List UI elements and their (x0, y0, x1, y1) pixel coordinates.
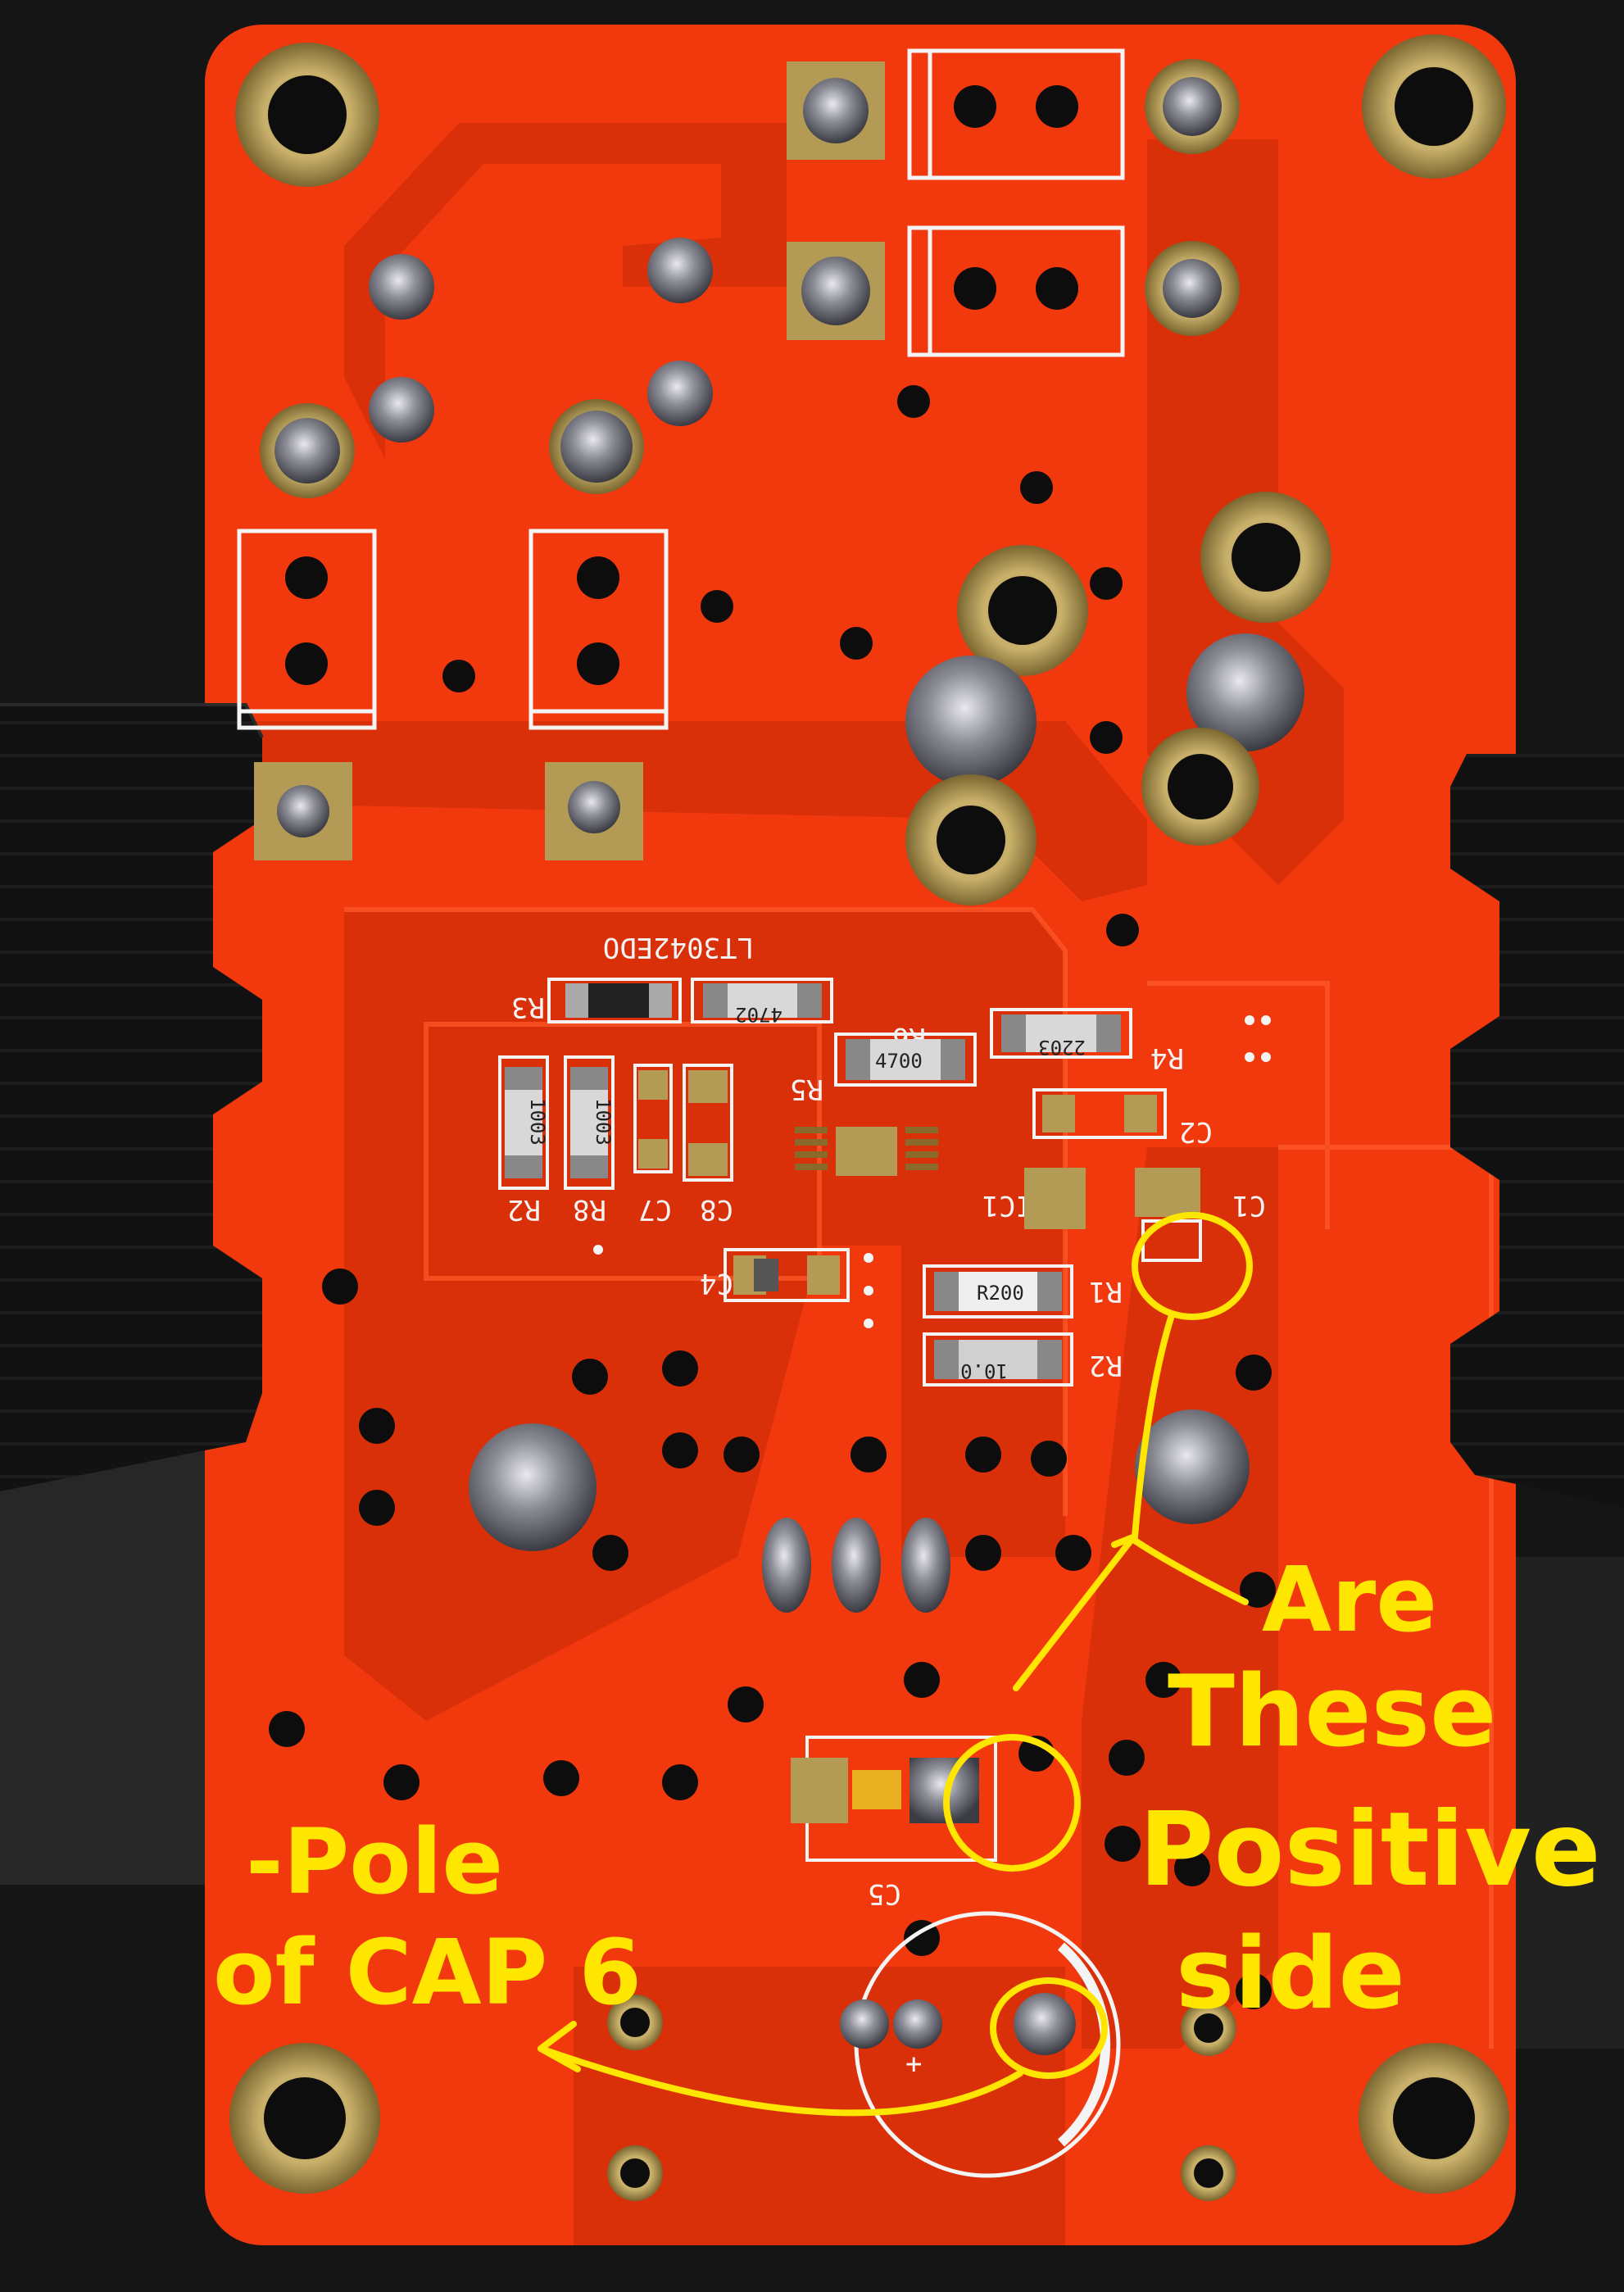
svg-text:C8: C8 (700, 1193, 733, 1226)
tripad-component (762, 1518, 950, 1613)
svg-text:+: + (905, 2048, 922, 2081)
c6-capacitor-footprint: + (840, 1911, 1121, 2178)
svg-text:C1: C1 (1232, 1189, 1266, 1222)
note-line-1: -Pole (246, 1809, 503, 1914)
svg-text:2203: 2203 (1038, 1036, 1086, 1059)
c5-capacitor (791, 1736, 997, 1862)
svg-text:R200: R200 (977, 1282, 1024, 1305)
svg-text:R1: R1 (1089, 1275, 1123, 1308)
question-word-1: Are (1262, 1547, 1437, 1652)
svg-text:1003: 1003 (592, 1098, 615, 1146)
pointer-line-to-text (1132, 1537, 1249, 1605)
circle-c5-pad (943, 1734, 1081, 1872)
pointer-line-mid (1013, 1537, 1134, 1691)
circle-c6-pad (990, 1977, 1108, 2079)
arrow-to-note (538, 2045, 1023, 2117)
svg-text:R5: R5 (790, 1073, 823, 1105)
circle-c1-pad (1132, 1212, 1253, 1320)
large-pads (469, 492, 1331, 1551)
svg-text:C7: C7 (638, 1193, 672, 1226)
svg-text:R2: R2 (1089, 1349, 1123, 1382)
svg-text:R4: R4 (1150, 1042, 1184, 1074)
question-word-3: Positive (1139, 1790, 1601, 1909)
svg-text:R3: R3 (511, 991, 545, 1023)
transistor-footprints-left (237, 529, 669, 860)
note-line-2: of CAP 6 (213, 1920, 642, 2025)
question-word-4: side (1176, 1918, 1405, 2031)
connector-top-1 (787, 48, 1240, 180)
svg-text:4702: 4702 (735, 1003, 783, 1026)
board-title-silk: LT3042EDO (603, 931, 754, 964)
annotation-text: Are These Positive side -Pole of CAP 6 (213, 1547, 1601, 2031)
connector-top-2 (787, 225, 1240, 357)
heatsink-right (1450, 754, 1624, 1508)
svg-text:C2: C2 (1179, 1115, 1213, 1148)
svg-text:10.0: 10.0 (960, 1359, 1008, 1382)
annotation-overlay (538, 1212, 1253, 2117)
mounting-holes (229, 34, 1509, 2194)
arrow-head (538, 2021, 581, 2072)
svg-text:C5: C5 (868, 1877, 901, 1910)
pointer-line-upper (1111, 1312, 1175, 1548)
svg-text:IC1: IC1 (982, 1189, 1032, 1222)
heatsink-left (0, 703, 264, 1491)
solder-joints-upper (260, 238, 713, 498)
bottom-pads (607, 1995, 1236, 2201)
svg-text:C4: C4 (700, 1267, 733, 1300)
svg-text:R8: R8 (573, 1193, 606, 1226)
silkscreen-labels: LT3042EDO R3 R5 R6 R4 R2 R8 C7 C8 C4 C2 … (507, 931, 1266, 1910)
question-word-2: These (1168, 1655, 1496, 1769)
svg-text:1003: 1003 (526, 1098, 549, 1146)
svg-text:R2: R2 (507, 1193, 541, 1226)
smd-resistors: 4702 4700 2203 1003 1003 (498, 978, 1271, 1387)
vias (269, 385, 1276, 2009)
svg-text:4700: 4700 (875, 1050, 923, 1073)
